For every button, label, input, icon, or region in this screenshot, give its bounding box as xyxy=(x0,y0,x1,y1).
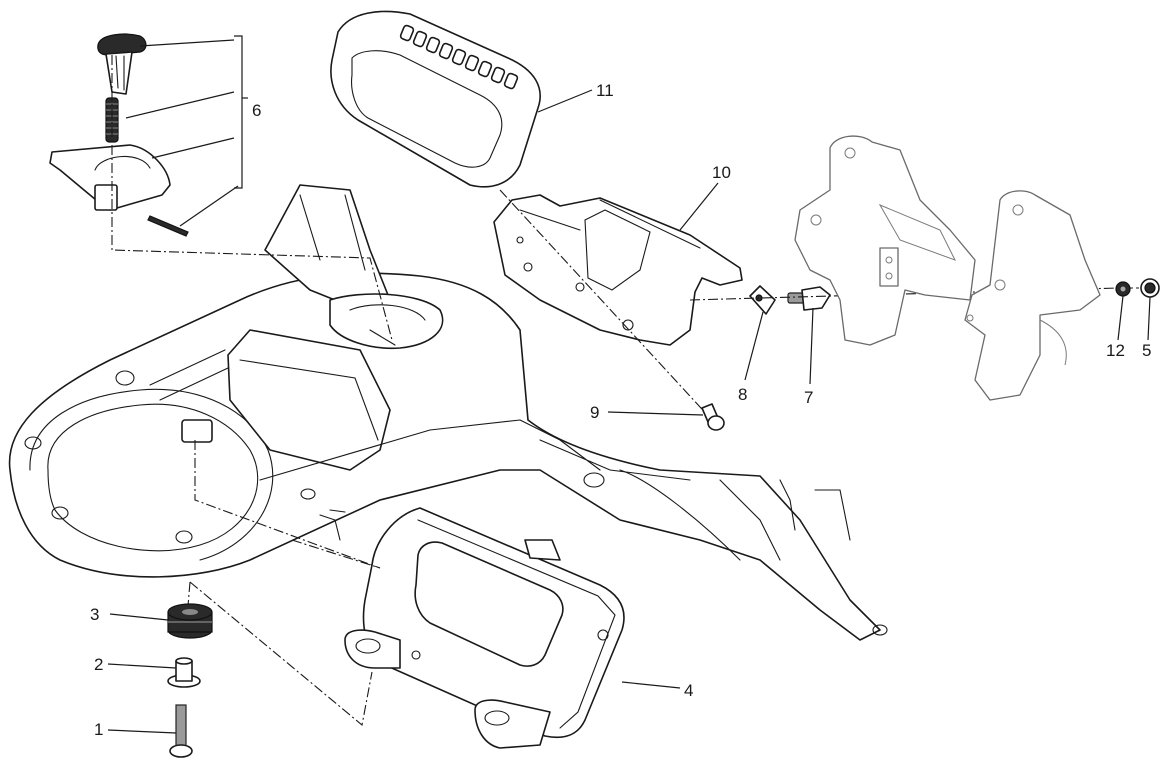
part-3-grommet xyxy=(109,603,213,639)
part-12-nut xyxy=(1115,281,1131,341)
part-9-screw xyxy=(607,403,725,431)
callout-1: 1 xyxy=(94,720,103,739)
callout-6: 6 xyxy=(252,101,261,120)
bezel-warning-lights xyxy=(399,24,519,90)
part-4-instrument-panel xyxy=(344,507,681,749)
handlebar-clamp-bracket-left xyxy=(794,135,976,346)
callout-2: 2 xyxy=(94,655,103,674)
part-10-upper-cover xyxy=(493,182,743,346)
callout-4: 4 xyxy=(684,681,693,700)
part-6-lock-assembly xyxy=(49,33,393,341)
part-11-instrument-bezel xyxy=(330,10,593,188)
callout-8: 8 xyxy=(738,385,747,404)
part-7-spacer xyxy=(787,286,831,385)
part-2-bushing xyxy=(107,657,201,688)
callout-9: 9 xyxy=(590,403,599,422)
callout-12: 12 xyxy=(1106,341,1125,360)
instrument-support-bracket xyxy=(8,184,888,641)
callout-3: 3 xyxy=(90,605,99,624)
callout-11: 11 xyxy=(596,81,614,100)
callout-labels: 1 2 3 4 5 6 7 8 9 10 11 12 xyxy=(90,81,1151,739)
callout-10: 10 xyxy=(712,163,731,182)
callout-5: 5 xyxy=(1142,341,1151,360)
part-5-cap xyxy=(1140,278,1160,341)
part-1-bolt xyxy=(107,704,193,758)
callout-7: 7 xyxy=(804,388,813,407)
handlebar-clamp-bracket-right xyxy=(964,190,1101,401)
part-8-clip-nut xyxy=(744,285,776,381)
